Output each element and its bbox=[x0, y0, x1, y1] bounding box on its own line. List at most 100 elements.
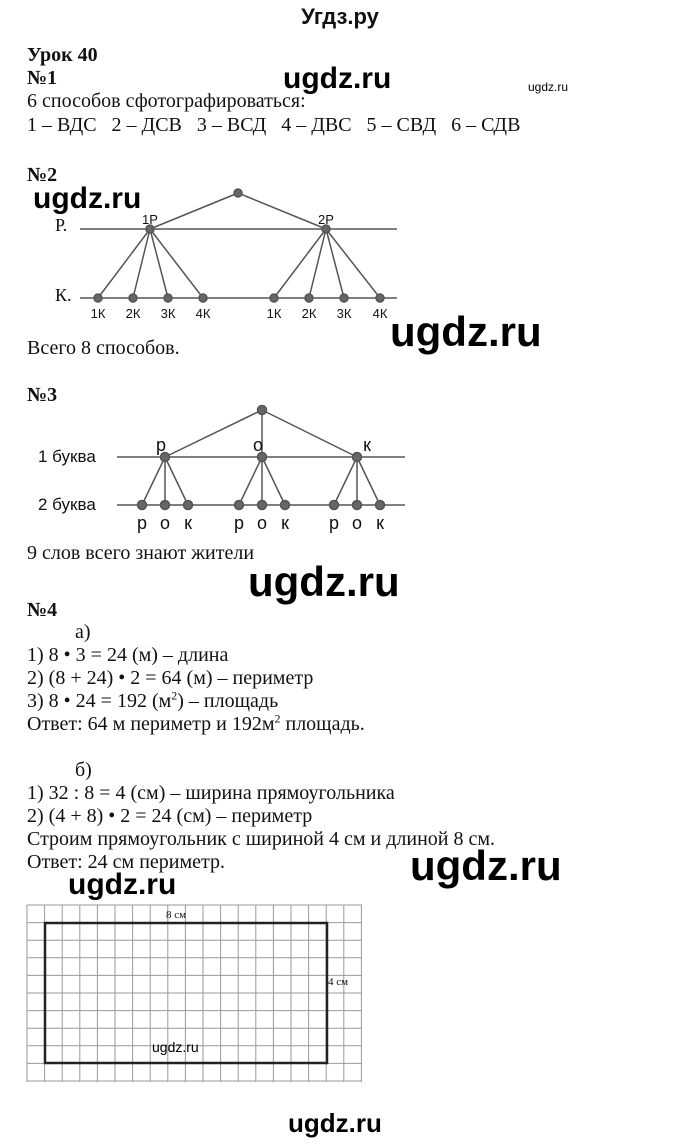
node-label: 3К bbox=[160, 306, 176, 321]
a-line: 1) 8 • 3 = 24 (м) – длина bbox=[27, 644, 229, 666]
task2-result: Всего 8 способов. bbox=[27, 337, 180, 359]
a-line: 2) (8 + 24) • 2 = 64 (м) – периметр bbox=[27, 667, 314, 689]
tree-node bbox=[159, 499, 171, 511]
node-label: о bbox=[351, 513, 363, 533]
tree-node bbox=[339, 293, 349, 303]
tree-node bbox=[351, 451, 363, 463]
tree-node bbox=[233, 499, 245, 511]
row-label-r: Р. bbox=[55, 215, 68, 235]
tree-node bbox=[321, 224, 331, 234]
node-label: к bbox=[281, 513, 289, 533]
edge bbox=[164, 409, 263, 458]
edge bbox=[325, 228, 345, 299]
node-label: о bbox=[256, 513, 268, 533]
watermark: ugdz.ru bbox=[248, 558, 400, 605]
tree-node bbox=[351, 499, 363, 511]
edge bbox=[356, 456, 381, 506]
tree-node bbox=[328, 499, 340, 511]
b-line: 1) 32 : 8 = 4 (см) – ширина прямоугольни… bbox=[27, 782, 395, 804]
tree-node bbox=[374, 499, 386, 511]
tree-node bbox=[198, 293, 208, 303]
edge bbox=[273, 228, 327, 299]
tree-node bbox=[145, 224, 155, 234]
tree-node bbox=[256, 451, 268, 463]
task1-intro: 6 способов сфотографироваться: bbox=[27, 90, 306, 112]
watermark: ugdz.ru bbox=[68, 868, 177, 901]
tree-node bbox=[159, 451, 171, 463]
node-label: 2К bbox=[301, 306, 317, 321]
row-label-1: 1 буква bbox=[38, 447, 96, 466]
task4-label: №4 bbox=[27, 599, 58, 621]
lesson-title: Урок 40 bbox=[27, 44, 98, 66]
edge bbox=[97, 228, 151, 299]
node-label: 1К bbox=[266, 306, 282, 321]
task2-label: №2 bbox=[27, 164, 58, 186]
tree-node bbox=[375, 293, 385, 303]
node-label: р bbox=[328, 513, 340, 533]
edge bbox=[308, 228, 327, 299]
node-label: к bbox=[184, 513, 192, 533]
tree-node bbox=[163, 293, 173, 303]
width-label: 8 см bbox=[166, 909, 187, 921]
edge bbox=[164, 456, 189, 506]
b-line: Строим прямоугольник с шириной 4 см и дл… bbox=[27, 828, 496, 850]
row-label-k: К. bbox=[55, 285, 72, 305]
watermark: ugdz.ru bbox=[152, 1039, 199, 1055]
tree-node bbox=[93, 293, 103, 303]
edge bbox=[132, 228, 151, 299]
node-label: 4К bbox=[372, 306, 388, 321]
node-label: 3К bbox=[336, 306, 352, 321]
edge bbox=[149, 228, 204, 299]
a-answer: Ответ: 64 м периметр и 192м2 площадь. bbox=[27, 711, 365, 735]
site-title: Угдз.ру bbox=[301, 4, 379, 29]
node-label: к bbox=[376, 513, 384, 533]
a-line: 3) 8 • 24 = 192 (м2) – площадь bbox=[27, 688, 279, 712]
task3-result: 9 слов всего знают жители bbox=[27, 542, 255, 564]
edge bbox=[149, 228, 169, 299]
watermark: ugdz.ru bbox=[288, 1108, 382, 1138]
edge bbox=[261, 409, 358, 458]
tree-node bbox=[233, 188, 243, 198]
node-label: 1К bbox=[90, 306, 106, 321]
height-label: 4 см bbox=[328, 976, 349, 988]
rectangle-drawing bbox=[43, 921, 329, 1065]
tree-node bbox=[256, 404, 268, 416]
b-line: 2) (4 + 8) • 2 = 24 (см) – периметр bbox=[27, 805, 313, 827]
tree-node bbox=[182, 499, 194, 511]
node-label: о bbox=[159, 513, 171, 533]
node-label: к bbox=[363, 435, 371, 455]
node-label: 2К bbox=[125, 306, 141, 321]
tree-node bbox=[256, 499, 268, 511]
tree-node bbox=[128, 293, 138, 303]
node-label: о bbox=[252, 435, 264, 455]
watermark: ugdz.ru bbox=[528, 80, 569, 94]
part-a-label: а) bbox=[75, 621, 91, 643]
edge bbox=[141, 456, 166, 506]
node-label: р bbox=[136, 513, 148, 533]
node-label: 2Р bbox=[318, 212, 334, 227]
watermark: ugdz.ru bbox=[33, 182, 142, 215]
node-label: р bbox=[155, 435, 167, 455]
edge bbox=[238, 456, 263, 506]
node-label: 1Р bbox=[142, 212, 158, 227]
watermark: ugdz.ru bbox=[410, 842, 562, 889]
part-b-label: б) bbox=[75, 759, 92, 781]
edge bbox=[149, 192, 239, 230]
edge bbox=[237, 192, 327, 230]
node-label: 4К bbox=[195, 306, 211, 321]
b-answer: Ответ: 24 см периметр. bbox=[27, 851, 226, 873]
watermark: ugdz.ru bbox=[390, 308, 542, 355]
grid-paper bbox=[26, 904, 362, 1082]
task2-tree bbox=[80, 188, 397, 303]
task3-label: №3 bbox=[27, 384, 58, 406]
edge bbox=[261, 456, 286, 506]
edge bbox=[333, 456, 358, 506]
node-label: р bbox=[233, 513, 245, 533]
task1-label: №1 bbox=[27, 67, 58, 89]
tree-node bbox=[279, 499, 291, 511]
watermark: ugdz.ru bbox=[283, 62, 392, 95]
tree-node bbox=[136, 499, 148, 511]
tree-node bbox=[269, 293, 279, 303]
task1-ways: 1 – ВДС 2 – ДСВ 3 – ВСД 4 – ДВС 5 – СВД … bbox=[27, 114, 521, 136]
